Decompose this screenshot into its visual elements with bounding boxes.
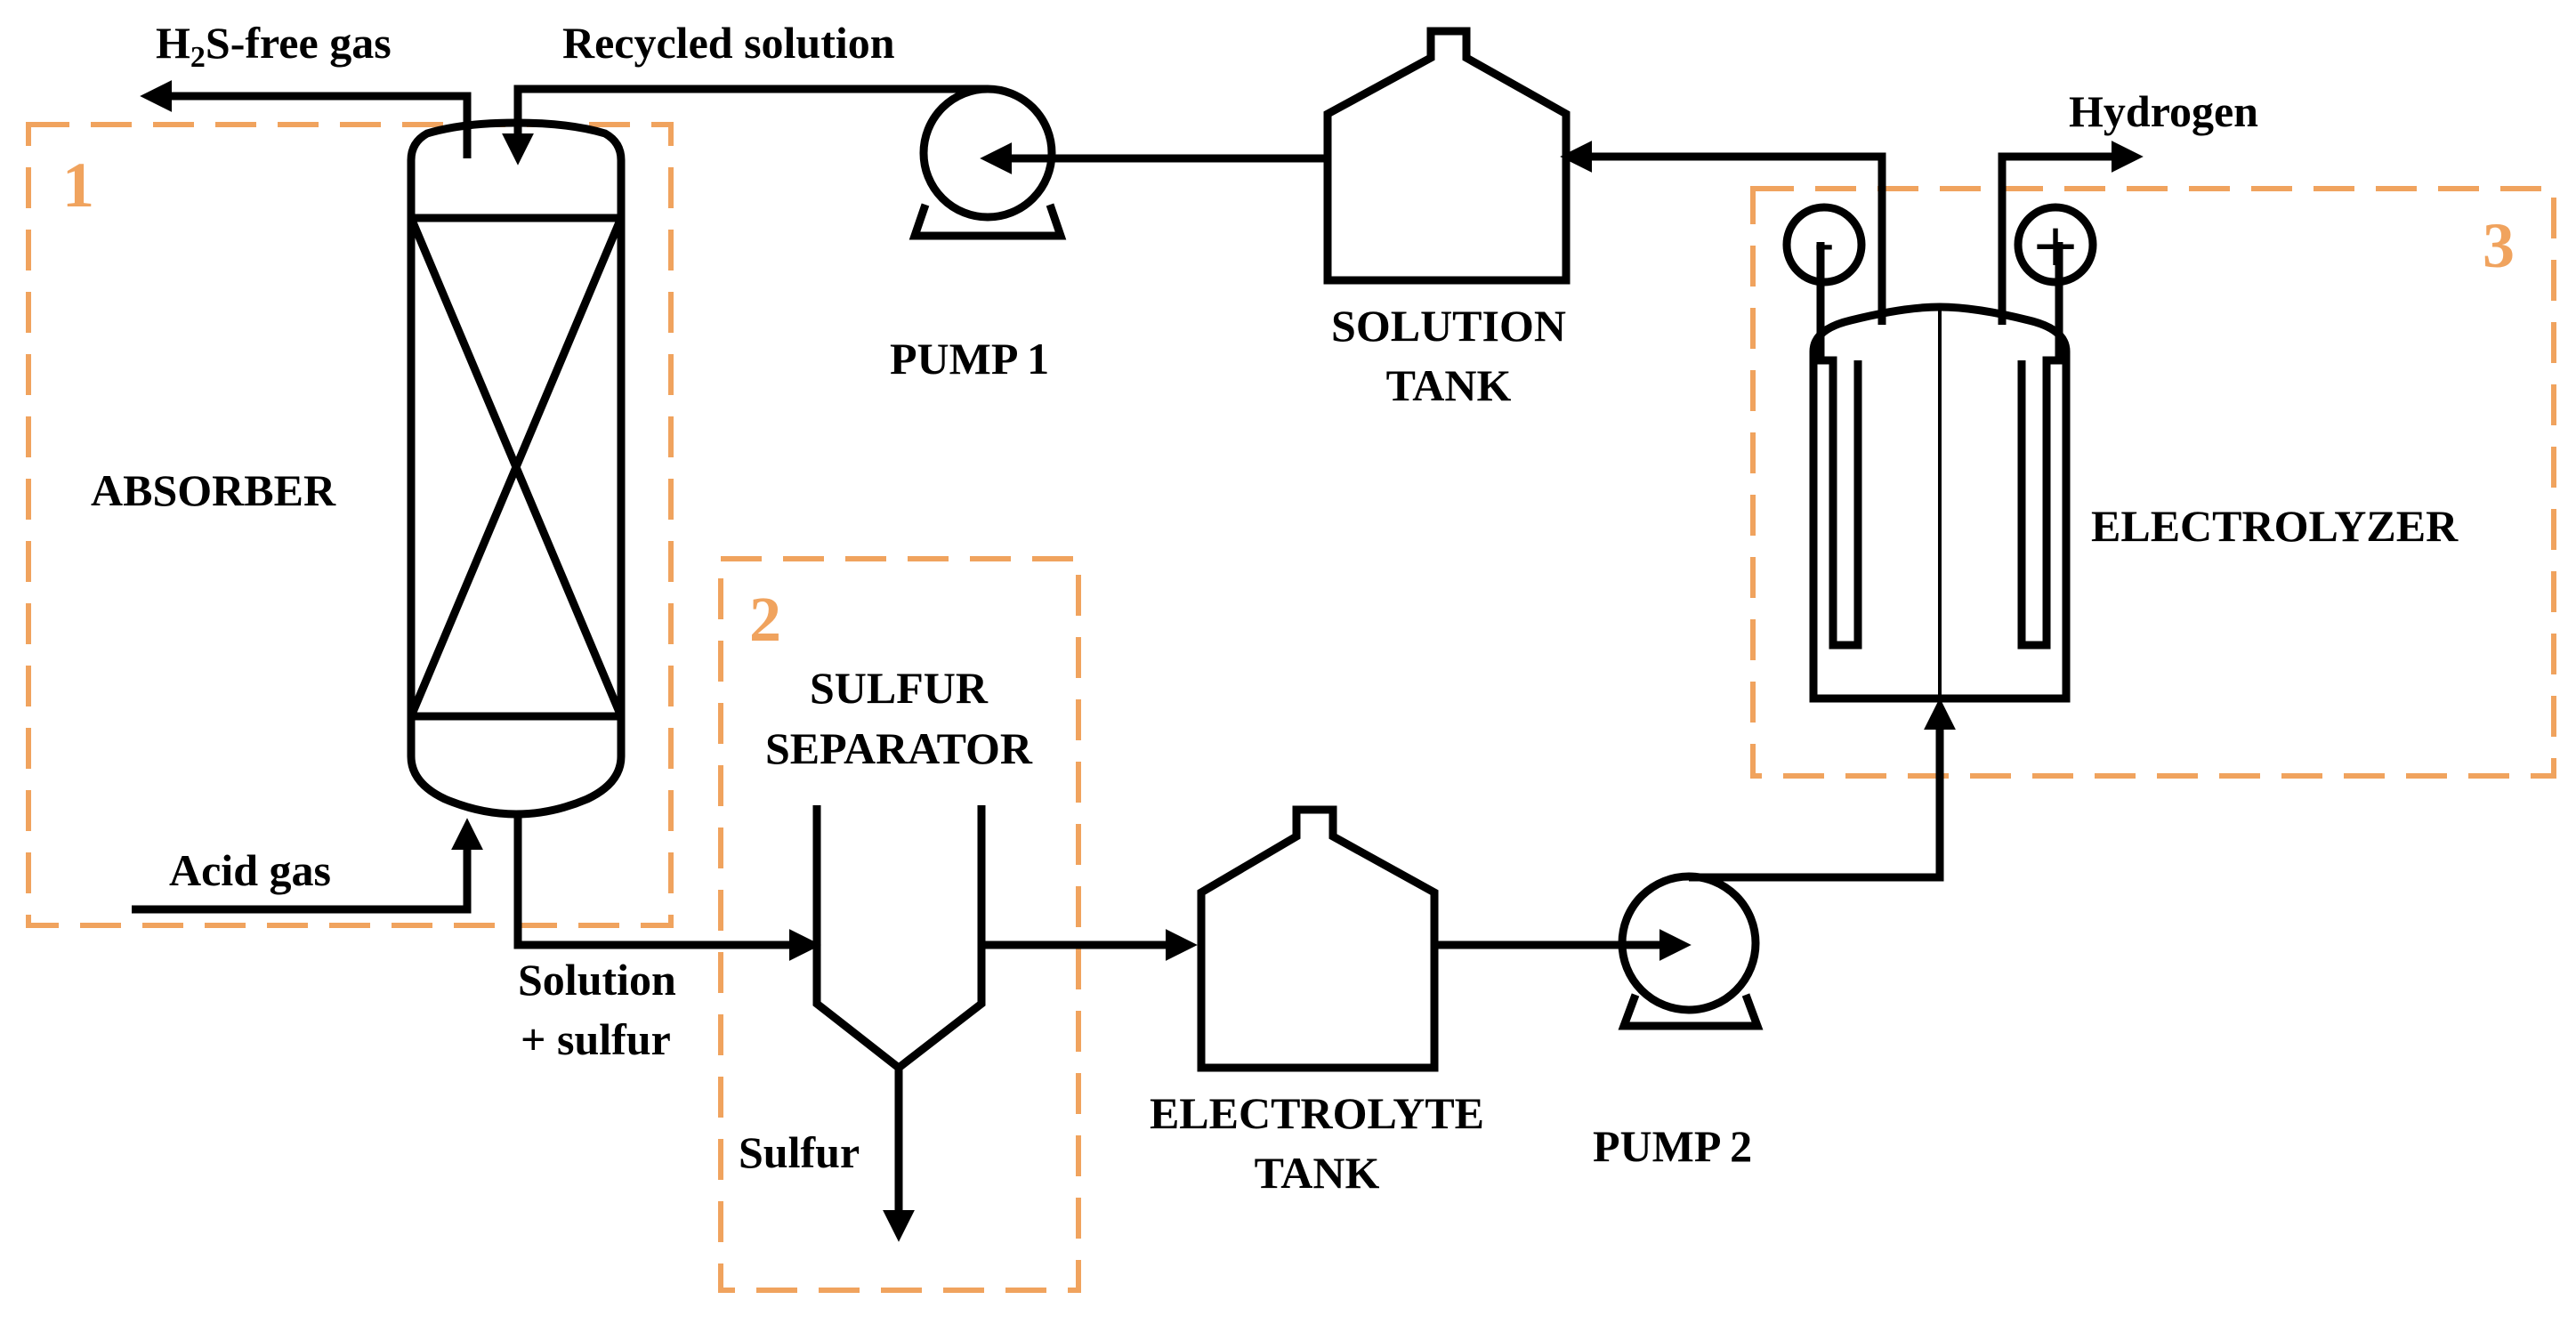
h2s-free-gas-label: H2S-free gas (156, 18, 392, 74)
pump-2 (1618, 872, 1764, 1030)
zone-1-box (26, 122, 674, 928)
recycled-solution-line (502, 85, 930, 166)
solution-sulfur-label-line2: + sulfur (521, 1014, 671, 1064)
solution-tank (1323, 27, 1571, 285)
zone-2-number: 2 (749, 584, 781, 655)
zone-3-number: 3 (2483, 210, 2515, 281)
acid-gas-label: Acid gas (169, 845, 331, 895)
zone-3-box (1750, 186, 2556, 779)
negative-electrode-symbol: - (1813, 209, 1835, 278)
electrolyzer-label: ELECTROLYZER (2091, 501, 2459, 551)
electrolyzer (1809, 242, 2071, 703)
acid-gas-line (132, 818, 483, 914)
pump-2-label: PUMP 2 (1593, 1121, 1752, 1171)
pump-1-label: PUMP 1 (890, 334, 1049, 383)
negative-electrode-icon (1782, 203, 1866, 287)
sulfur-separator (812, 805, 986, 1073)
sulfur-label: Sulfur (739, 1127, 860, 1177)
zone-1-number: 1 (62, 149, 94, 221)
h2s-free-gas-line (140, 80, 472, 158)
sulfur-separator-label-line1: SULFUR (810, 663, 989, 713)
positive-electrode-icon (2014, 203, 2097, 287)
solution-sulfur-line (513, 814, 821, 961)
positive-electrode-symbol: + (2031, 211, 2079, 279)
absorber-column (407, 118, 626, 819)
pump2-to-electrolyzer-line (1689, 698, 1956, 882)
electrolyte-tank-label-line1: ELECTROLYTE (1150, 1088, 1484, 1138)
electrolyte-tank (1197, 805, 1439, 1072)
recycled-solution-label: Recycled solution (562, 18, 895, 68)
zone-2-box (718, 556, 1081, 1293)
pump-1 (908, 85, 1067, 240)
electrolyte-tank-label-line2: TANK (1255, 1148, 1380, 1198)
hydrogen-label: Hydrogen (2069, 86, 2258, 136)
sulfur-separator-label-line2: SEPARATOR (765, 723, 1033, 773)
solution-tank-label-line1: SOLUTION (1331, 301, 1566, 351)
solution-sulfur-label-line1: Solution (518, 955, 676, 1005)
absorber-label: ABSORBER (91, 465, 336, 515)
hydrogen-line (1998, 141, 2144, 325)
solution-tank-label-line2: TANK (1386, 360, 1512, 410)
electrolyzer-to-tank-line (1560, 141, 1886, 325)
